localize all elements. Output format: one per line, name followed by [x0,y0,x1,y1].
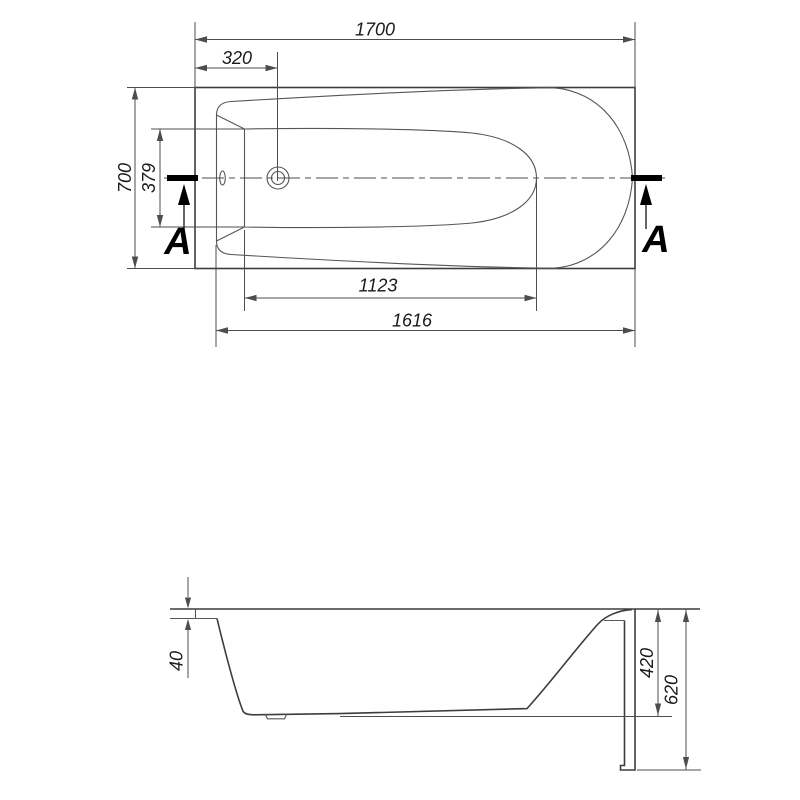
dim-40-arrow-bottom [184,619,192,630]
dim-320-arrow-left [195,64,207,72]
dim-700-extension-lines [127,87,196,269]
dim-620-label: 620 [662,675,682,705]
dim-379-extension-lines [151,128,244,228]
section-cut-bar-left [167,175,198,181]
dim-320-label: 320 [222,48,252,68]
dim-700-arrow-top [131,87,139,100]
dim-1700-label: 1700 [355,20,395,40]
drain-outlet-bump [264,713,288,720]
dim-1123-arrow-right [524,294,537,302]
dim-620-arrow-top [682,610,690,622]
dim-700: 700 [115,87,196,269]
dim-40-arrow-top [184,597,192,609]
dim-700-arrow-bottom [131,256,139,269]
dim-420-arrow-top [654,610,662,622]
section-cut-bar-right [631,175,662,181]
side-view: 40 420 620 [167,577,701,771]
rim-inner-contour [215,87,634,269]
dim-420-label: 420 [637,648,657,678]
dim-1700-extension-lines [194,22,636,88]
section-arrow-left [178,184,190,205]
dim-1123-arrow-left [244,294,257,302]
dim-1700-arrow-right [623,36,635,43]
section-label-right: A [641,219,669,261]
dim-620: 620 [637,609,701,771]
section-label-left: A [163,221,191,263]
dim-1616: 1616 [215,245,636,347]
dim-379-arrow-top [156,129,164,141]
dim-40-label: 40 [167,651,187,671]
dim-320: 320 [195,48,278,181]
section-arrow-right [640,184,652,205]
dim-420-arrow-bottom [654,703,662,716]
dim-420: 420 [340,609,672,717]
dim-1616-label: 1616 [392,311,433,331]
section-marker-right: A [631,175,670,261]
dim-1700-arrow-left [195,36,207,43]
chamfer-top-line [216,114,245,130]
apron-panel [619,609,636,771]
dim-1123-label: 1123 [359,276,398,296]
top-view: 1700 320 700 379 [115,20,670,347]
dim-700-label: 700 [115,163,135,193]
dim-379-arrow-bottom [156,215,164,227]
chamfer-bottom-line [216,226,245,242]
dim-1616-arrow-right [623,327,635,334]
dim-379: 379 [139,128,244,228]
dim-40: 40 [167,577,192,678]
dim-620-arrow-bottom [682,757,690,769]
dim-1616-arrow-left [216,327,228,334]
dim-379-label: 379 [139,163,159,193]
dim-1123: 1123 [244,180,537,311]
tub-profile [216,608,633,716]
dim-320-arrow-right [265,64,278,72]
dim-1616-extension-lines [215,245,636,347]
section-marker-left: A [163,175,198,263]
dim-1700: 1700 [194,20,636,88]
